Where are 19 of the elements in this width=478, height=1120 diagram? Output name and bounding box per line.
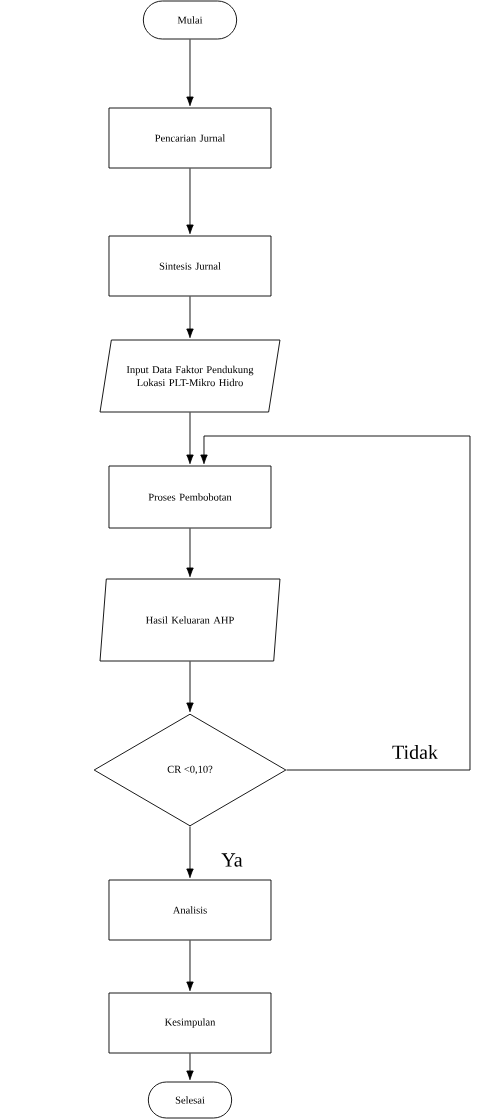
arrow [186, 528, 194, 578]
data-parallelogram: Input Data Faktor Pendukung Lokasi PLT-Mikro Hidro [99, 339, 281, 413]
arrow [186, 1053, 194, 1081]
process-box: Analisis [108, 879, 272, 941]
arrow [186, 412, 194, 465]
arrow [186, 39, 194, 107]
arrow [186, 168, 194, 235]
process-box: Kesimpulan [108, 992, 272, 1054]
arrow [186, 296, 194, 339]
arrow [186, 661, 194, 713]
edge-label: Ya [220, 852, 244, 868]
edge-label: Tidak [391, 743, 439, 761]
process-box: Pencarian Jurnal [108, 107, 272, 169]
arrow [186, 940, 194, 992]
arrow [186, 826, 194, 879]
process-box: Proses Pembobotan [108, 465, 272, 529]
arrow [200, 435, 471, 771]
process-box: Sintesis Jurnal [108, 235, 272, 297]
data-parallelogram: Hasil Keluaran AHP [99, 578, 281, 662]
